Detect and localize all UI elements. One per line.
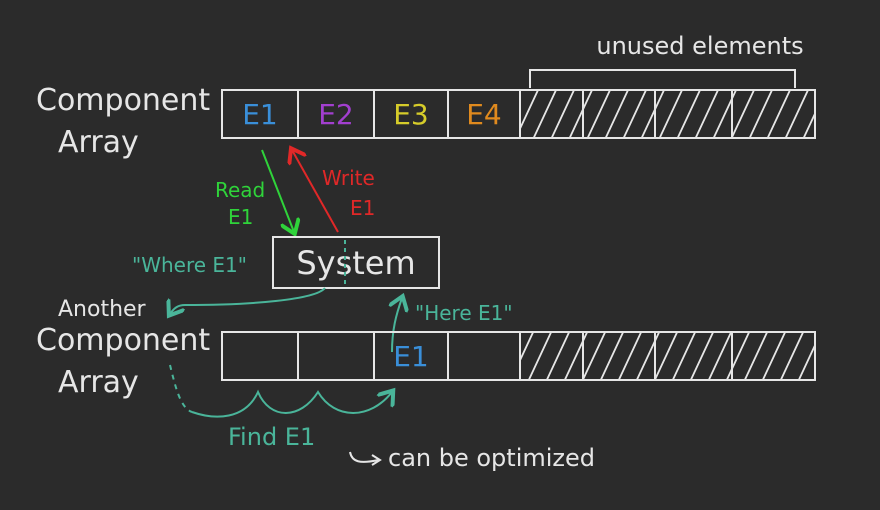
component-array2-label-line2: Array (58, 365, 139, 400)
unused-cell (731, 89, 816, 139)
read-arrow (261, 149, 294, 232)
unused-elements-label: unused elements (596, 32, 803, 60)
where-arrow (170, 287, 326, 314)
here-arrow (392, 298, 402, 353)
here-e1-label: "Here E1" (415, 301, 513, 325)
unused-cell (654, 89, 733, 139)
read-label-line2: E1 (228, 205, 253, 229)
array-cell (221, 331, 299, 381)
component-array2-label-line1: Component (36, 323, 210, 358)
find-dashed-path (169, 364, 193, 413)
cell-label-e1: E1 (393, 340, 429, 373)
write-arrow (292, 150, 339, 233)
array-cell (447, 331, 521, 381)
unused-cell (519, 89, 584, 139)
unused-cell (654, 331, 733, 381)
find-e1-label: Find E1 (228, 423, 315, 451)
another-label: Another (58, 297, 147, 322)
optimize-arrow (349, 451, 379, 463)
component-array-label-line1: Component (36, 83, 210, 118)
cell-label-e1: E1 (242, 98, 278, 131)
cell-label-e2: E2 (318, 98, 354, 131)
unused-bracket (529, 69, 796, 88)
system-label: System (296, 244, 415, 282)
cell-label-e4: E4 (466, 98, 502, 131)
array-cell (297, 331, 375, 381)
top-component-array: E1 E2 E3 E4 (221, 89, 816, 139)
read-label-line1: Read (215, 178, 265, 202)
cell-label-e3: E3 (393, 98, 429, 131)
bottom-component-array: E1 (221, 331, 816, 381)
find-hops-arrow (191, 392, 392, 418)
write-label-line1: Write (322, 166, 375, 190)
can-be-optimized-label: can be optimized (388, 444, 595, 472)
where-e1-label: "Where E1" (132, 253, 247, 277)
component-array-label-line2: Array (58, 125, 139, 160)
optimize-arrow-head (371, 454, 382, 466)
system-box (272, 236, 440, 289)
write-label-line2: E1 (350, 196, 375, 220)
unused-cell (519, 331, 584, 381)
unused-cell (582, 331, 656, 381)
unused-cell (582, 89, 656, 139)
unused-cell (731, 331, 816, 381)
